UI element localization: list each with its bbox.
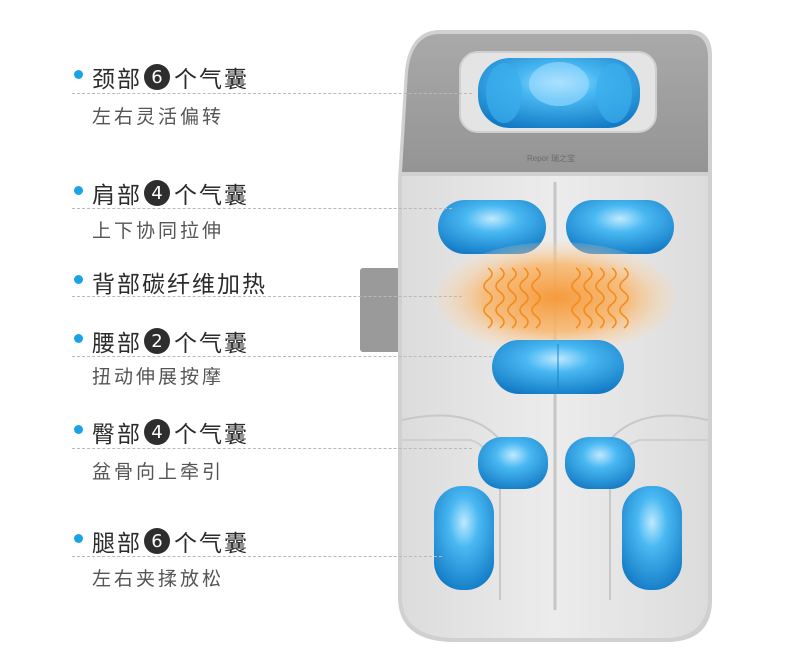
feature-description: 盆骨向上牵引 xyxy=(92,461,225,483)
feature-title-suffix: 个气囊 xyxy=(174,422,249,448)
feature-title-suffix: 个气囊 xyxy=(174,67,249,93)
hip-airbag-left xyxy=(478,437,548,489)
count-badge: 6 xyxy=(144,64,170,90)
feature-title-suffix: 个气囊 xyxy=(174,331,249,357)
count-badge: 6 xyxy=(144,528,170,554)
feature-legs: 腿部 6 个气囊 左右夹揉放松 xyxy=(0,522,460,602)
bullet-dot xyxy=(74,275,83,284)
dashed-leader-line xyxy=(72,296,462,297)
feature-title-prefix: 肩部 xyxy=(92,183,142,209)
hip-airbag-right xyxy=(565,437,635,489)
bullet-dot xyxy=(74,70,83,79)
feature-description: 扭动伸展按摩 xyxy=(92,366,225,388)
shoulder-airbag-right xyxy=(566,200,674,254)
feature-title-suffix: 个气囊 xyxy=(174,183,249,209)
feature-title-prefix: 臀部 xyxy=(92,422,142,448)
dashed-leader-line xyxy=(72,556,442,557)
dashed-leader-line xyxy=(72,356,492,357)
lumbar-airbags xyxy=(492,340,624,394)
heating-waves xyxy=(483,267,629,329)
feature-title: 腰部 2 个气囊 xyxy=(92,324,249,358)
dashed-leader-line xyxy=(72,93,472,94)
feature-description: 左右灵活偏转 xyxy=(92,106,225,128)
dashed-leader-line xyxy=(72,208,452,209)
feature-title: 肩部 4 个气囊 xyxy=(92,176,249,210)
feature-shoulder: 肩部 4 个气囊 上下协同拉伸 xyxy=(0,174,460,254)
feature-neck: 颈部 6 个气囊 左右灵活偏转 xyxy=(0,58,472,138)
feature-title: 腿部 6 个气囊 xyxy=(92,524,249,558)
brand-mark: Repor 瑞之宝 xyxy=(527,153,575,163)
feature-description: 上下协同拉伸 xyxy=(92,220,225,242)
count-badge: 4 xyxy=(144,180,170,206)
feature-hip: 臀部 4 个气囊 盆骨向上牵引 xyxy=(0,413,472,493)
leg-airbag-right xyxy=(622,486,682,590)
bullet-dot xyxy=(74,425,83,434)
feature-back-heating: 背部碳纤维加热 xyxy=(0,263,462,343)
shoulder-airbag-left xyxy=(438,200,546,254)
heating-zone xyxy=(436,242,676,354)
feature-title-prefix: 颈部 xyxy=(92,67,142,93)
feature-title-prefix: 背部碳纤维加热 xyxy=(92,272,267,298)
feature-waist: 腰部 2 个气囊 扭动伸展按摩 xyxy=(0,322,492,402)
side-handle xyxy=(360,268,400,352)
feature-title-prefix: 腰部 xyxy=(92,331,142,357)
feature-title-suffix: 个气囊 xyxy=(174,531,249,557)
feature-title: 背部碳纤维加热 xyxy=(92,265,267,299)
feature-title-prefix: 腿部 xyxy=(92,531,142,557)
feature-title: 颈部 6 个气囊 xyxy=(92,60,249,94)
bullet-dot xyxy=(74,186,83,195)
feature-title: 臀部 4 个气囊 xyxy=(92,415,249,449)
neck-airbags xyxy=(478,58,640,128)
count-badge: 4 xyxy=(144,419,170,445)
bullet-dot xyxy=(74,334,83,343)
dashed-leader-line xyxy=(72,448,472,449)
count-badge: 2 xyxy=(144,328,170,354)
bullet-dot xyxy=(74,534,83,543)
feature-description: 左右夹揉放松 xyxy=(92,568,225,590)
leg-airbag-left xyxy=(434,486,494,590)
